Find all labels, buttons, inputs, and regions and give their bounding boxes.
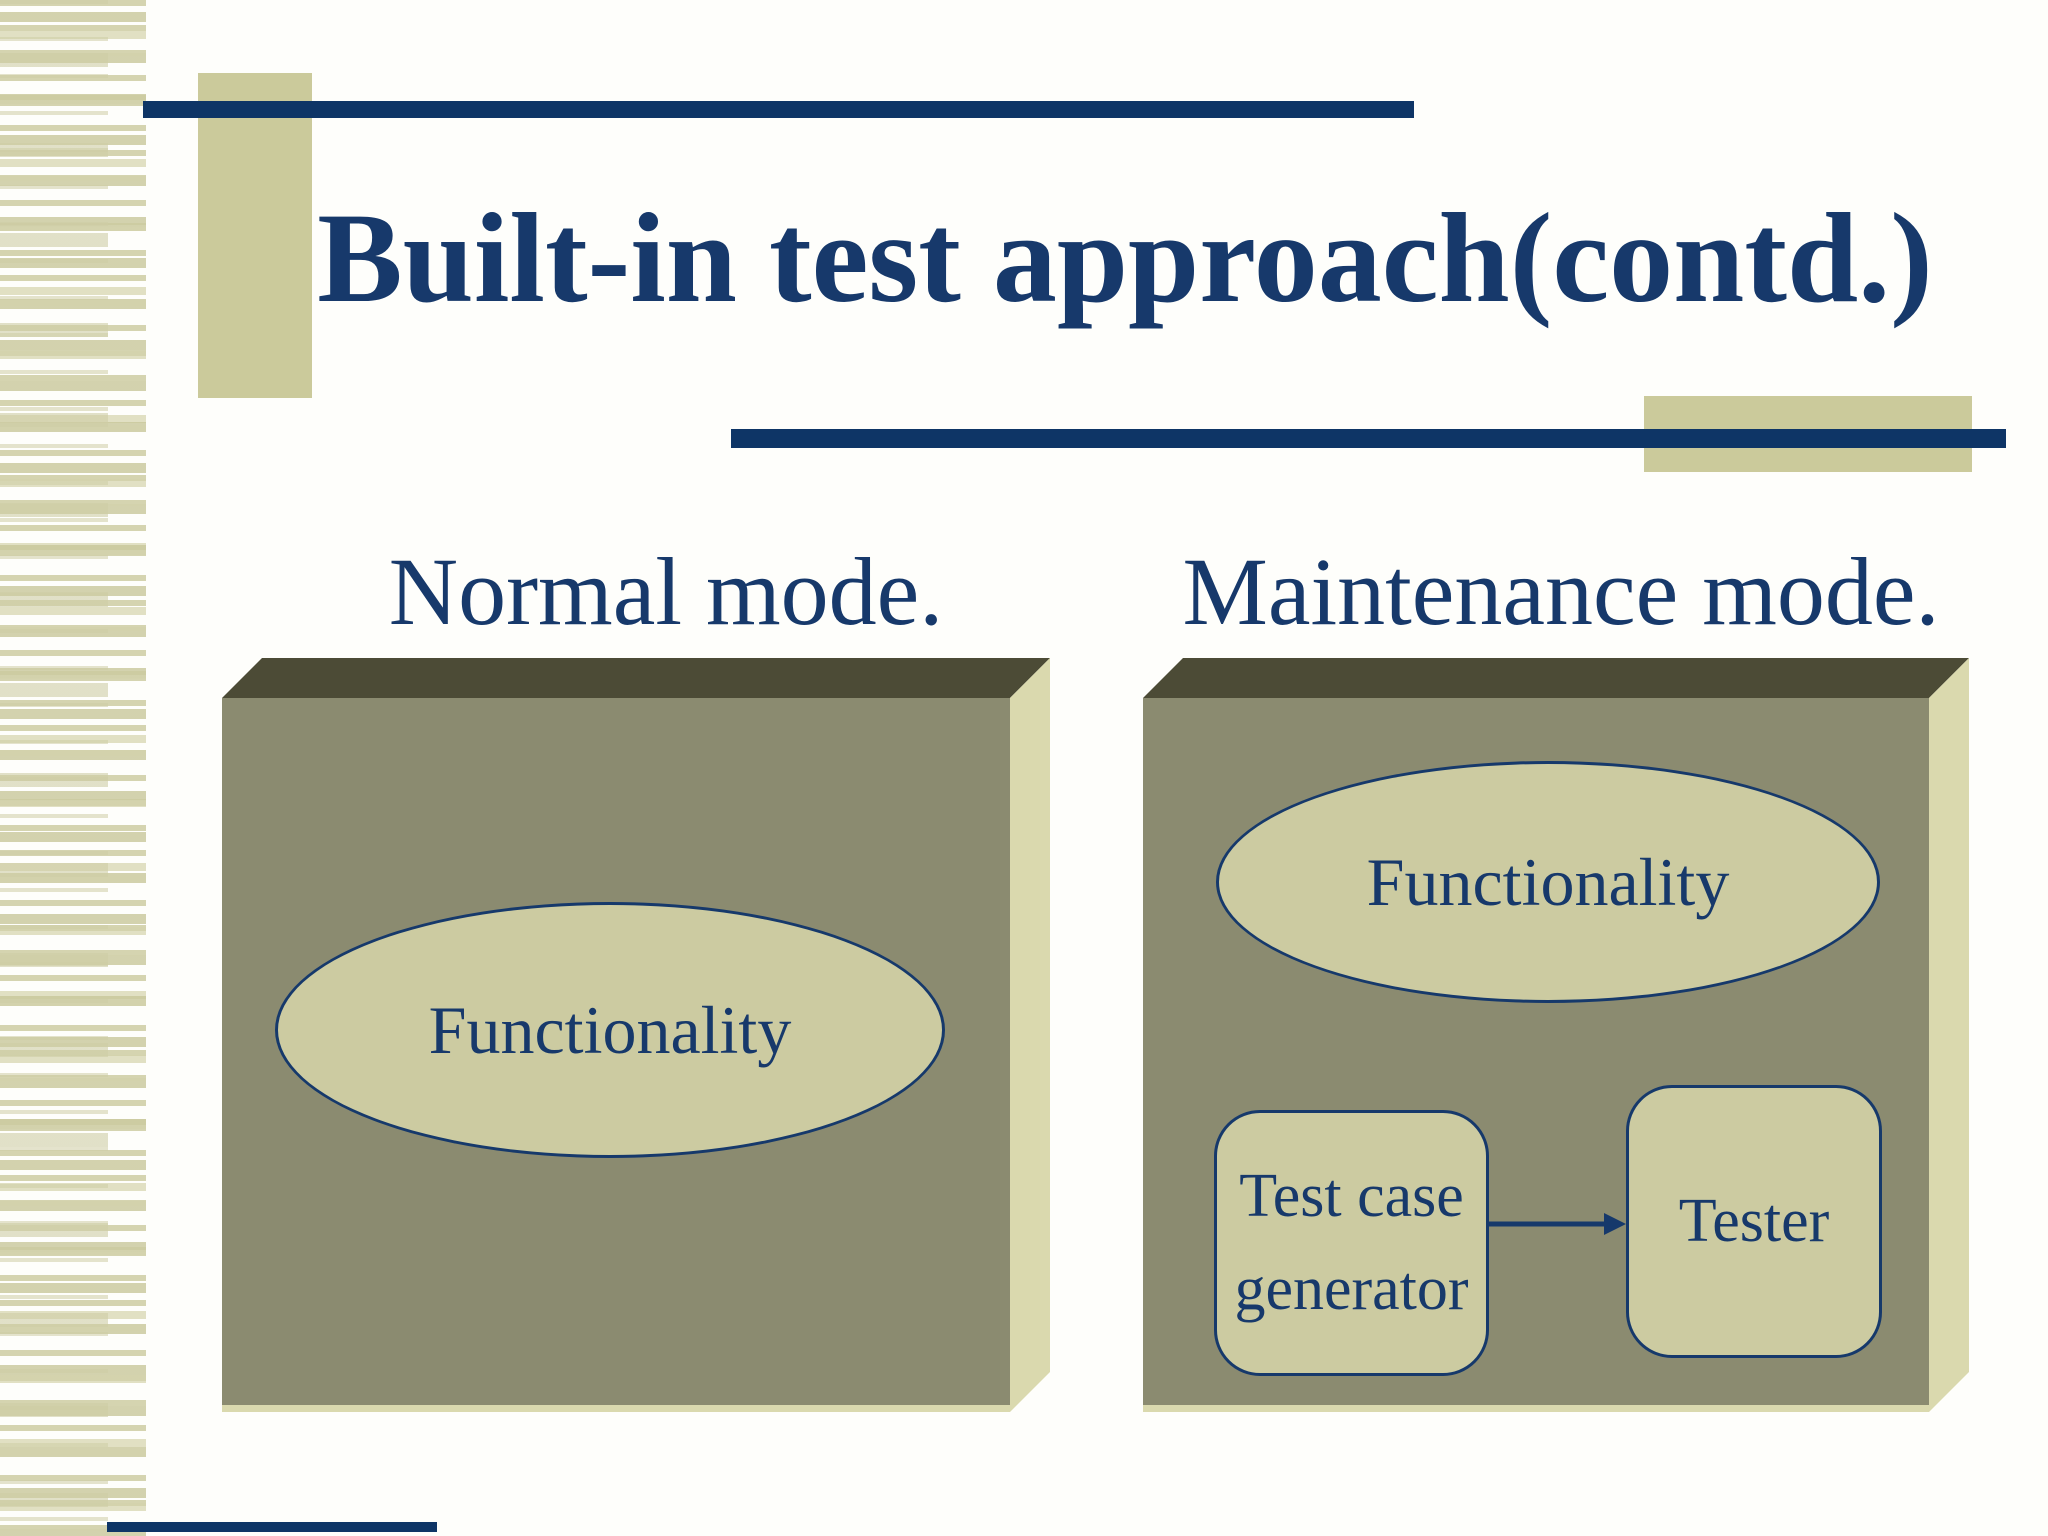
slide-title: Built-in test approach(contd.) bbox=[317, 187, 1933, 329]
maintenance-mode-heading: Maintenance mode. bbox=[1182, 538, 1940, 645]
title-underline bbox=[731, 429, 2006, 448]
functionality-ellipse-normal: Functionality bbox=[275, 902, 945, 1158]
normal-box-side-face bbox=[1010, 658, 1050, 1412]
functionality-label-maintenance: Functionality bbox=[1366, 843, 1730, 920]
test-case-generator-box: Test case generator bbox=[1214, 1110, 1489, 1376]
functionality-ellipse-maintenance: Functionality bbox=[1216, 761, 1880, 1003]
maintenance-box-top-face bbox=[1143, 658, 1969, 698]
left-stripe-decoration bbox=[0, 0, 146, 1536]
functionality-label-normal: Functionality bbox=[428, 991, 792, 1068]
arrow-generator-to-tester bbox=[1489, 1213, 1626, 1235]
normal-box-top-face bbox=[222, 658, 1050, 698]
tester-label: Tester bbox=[1678, 1187, 1830, 1255]
top-divider-line bbox=[143, 101, 1414, 118]
normal-mode-heading: Normal mode. bbox=[388, 538, 944, 645]
test-case-generator-label: Test case generator bbox=[1234, 1162, 1469, 1323]
left-stripe-decoration-inner bbox=[0, 0, 108, 1536]
maintenance-box-side-face bbox=[1929, 658, 1969, 1412]
bottom-left-line bbox=[107, 1522, 437, 1532]
tan-rectangle-top-left bbox=[198, 73, 312, 398]
tester-box: Tester bbox=[1626, 1085, 1882, 1358]
